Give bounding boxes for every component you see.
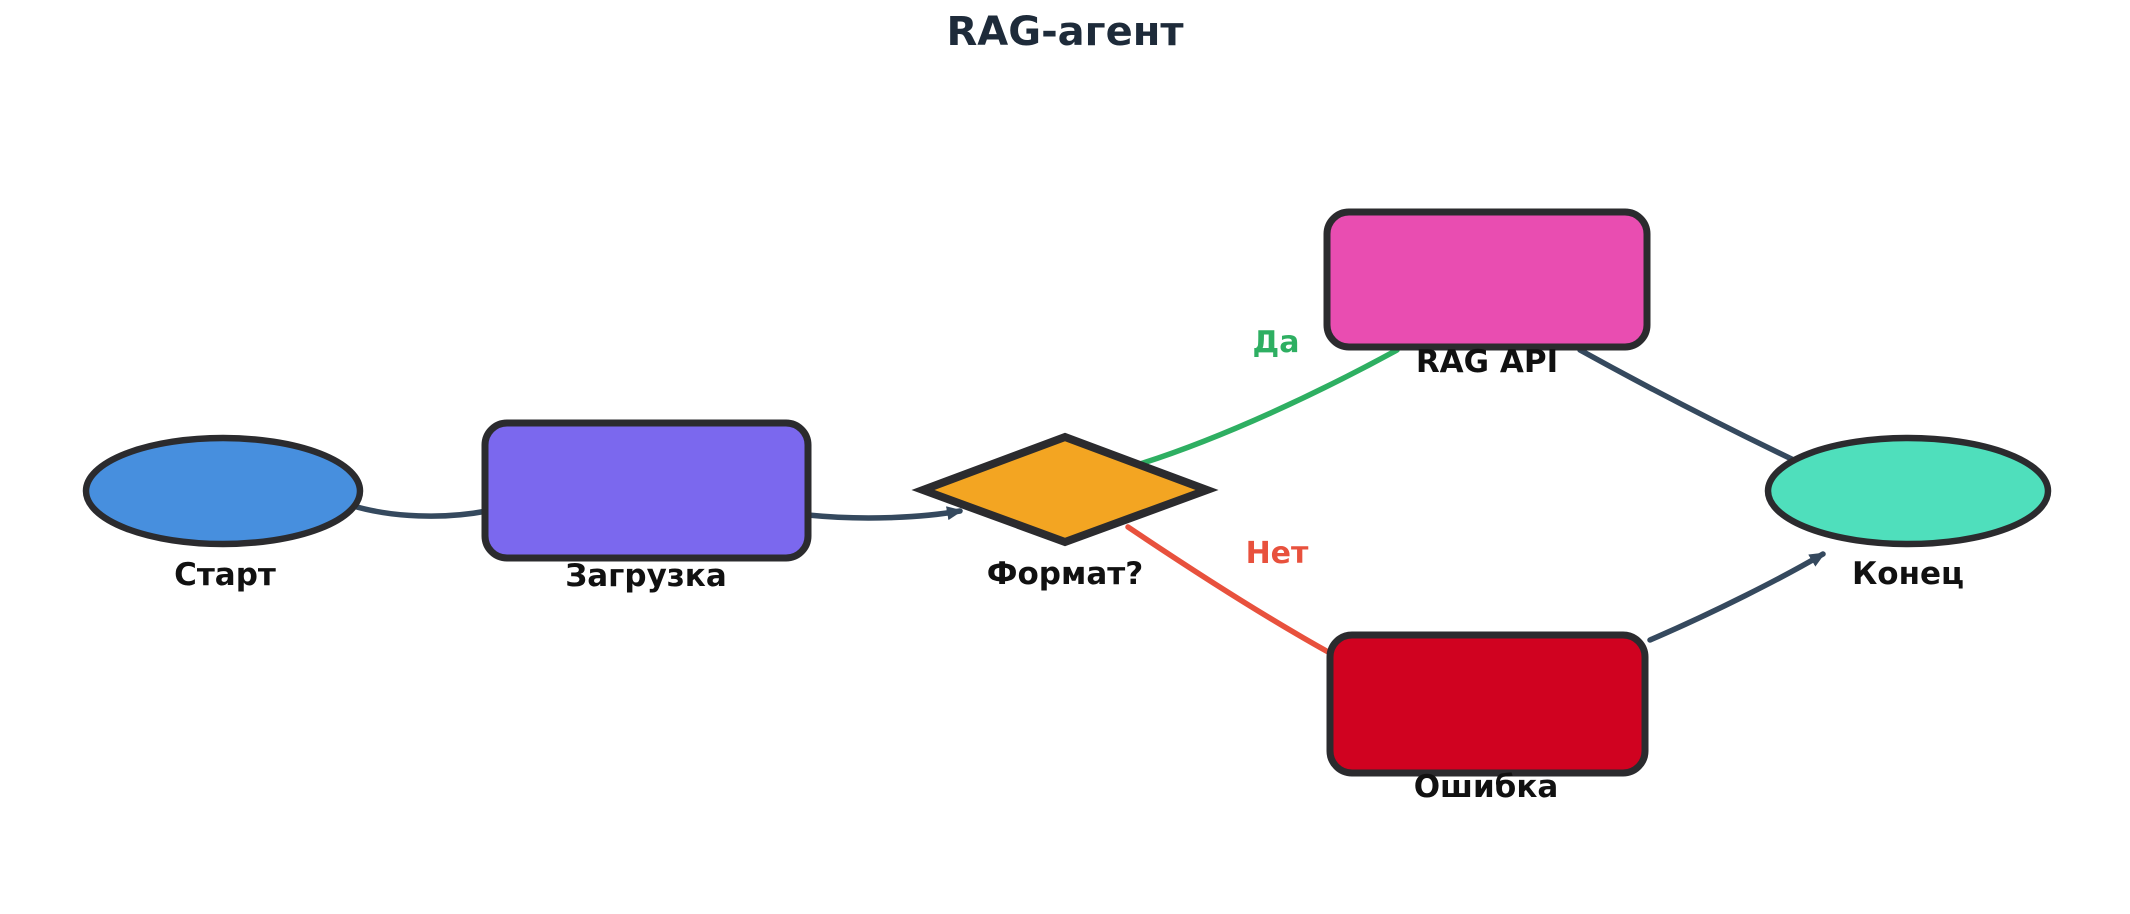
node-error-label: Ошибка: [1414, 769, 1559, 805]
edge-label-no: Нет: [1246, 536, 1309, 571]
node-format-label: Формат?: [987, 556, 1143, 592]
node-ragapi: RAG API: [1323, 208, 1651, 380]
edge-ragapi-to-end: [1577, 347, 1805, 467]
node-ragapi-shape: [1323, 208, 1651, 351]
edge-error-to-end: [1647, 551, 1826, 643]
node-start-label: Старт: [174, 557, 276, 593]
edge-label-yes: Да: [1253, 325, 1300, 360]
node-error-shape: [1326, 631, 1649, 777]
node-start-shape: [82, 434, 364, 548]
diagram-title: RAG-агент: [946, 9, 1184, 55]
edge-load-to-format: [805, 506, 963, 521]
node-ragapi-label: RAG API: [1416, 344, 1558, 380]
node-load-label: Загрузка: [565, 558, 727, 594]
node-format-shape: [911, 432, 1219, 547]
node-error: Ошибка: [1326, 631, 1649, 805]
edge-format-to-ragapi-yes: [1137, 347, 1400, 467]
node-end-label: Конец: [1852, 556, 1964, 592]
edge-format-to-error-no: [1125, 524, 1333, 656]
node-end-shape: [1764, 434, 2052, 548]
node-start: Старт: [82, 434, 364, 593]
node-format: Формат?: [911, 432, 1219, 592]
edge-start-to-load: [347, 502, 490, 519]
node-load-shape: [481, 419, 812, 562]
node-end: Конец: [1764, 434, 2052, 592]
node-load: Загрузка: [481, 419, 812, 594]
